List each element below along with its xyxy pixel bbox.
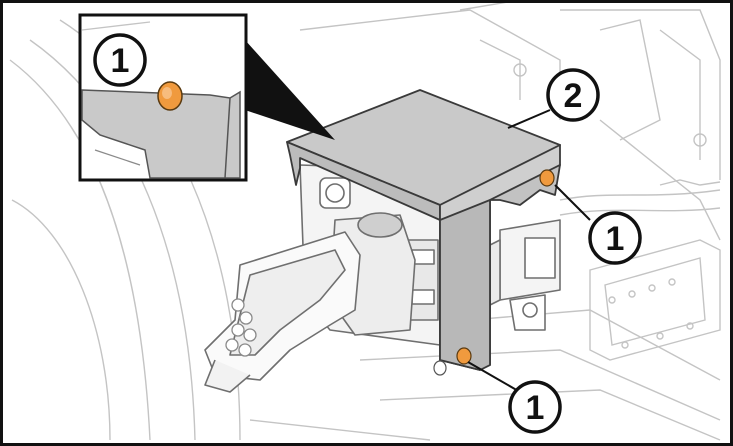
callout-lower-fastener: 1 <box>508 380 562 434</box>
fastener-icon <box>433 169 555 376</box>
callouts: 1 2 1 1 <box>93 33 642 434</box>
callout-label: 1 <box>111 42 130 80</box>
lower-fastener-bolt <box>456 347 472 365</box>
callout-label: 1 <box>606 220 625 258</box>
leader-lower-fastener <box>467 361 521 393</box>
callout-label: 2 <box>564 77 583 115</box>
callout-inset-fastener: 1 <box>93 33 147 87</box>
inset-detail <box>78 13 335 182</box>
inset-pointer <box>245 40 335 140</box>
leader-right-fastener <box>554 184 591 221</box>
right-fastener-bolt <box>539 169 555 187</box>
callout-right-fastener: 1 <box>588 211 642 265</box>
cover-bracket <box>286 89 561 371</box>
leader-lines <box>467 109 591 393</box>
callout-cover-bracket: 2 <box>546 68 600 122</box>
side-nut <box>433 360 447 376</box>
leader-cover-bracket <box>507 109 551 129</box>
callout-label: 1 <box>526 389 545 427</box>
